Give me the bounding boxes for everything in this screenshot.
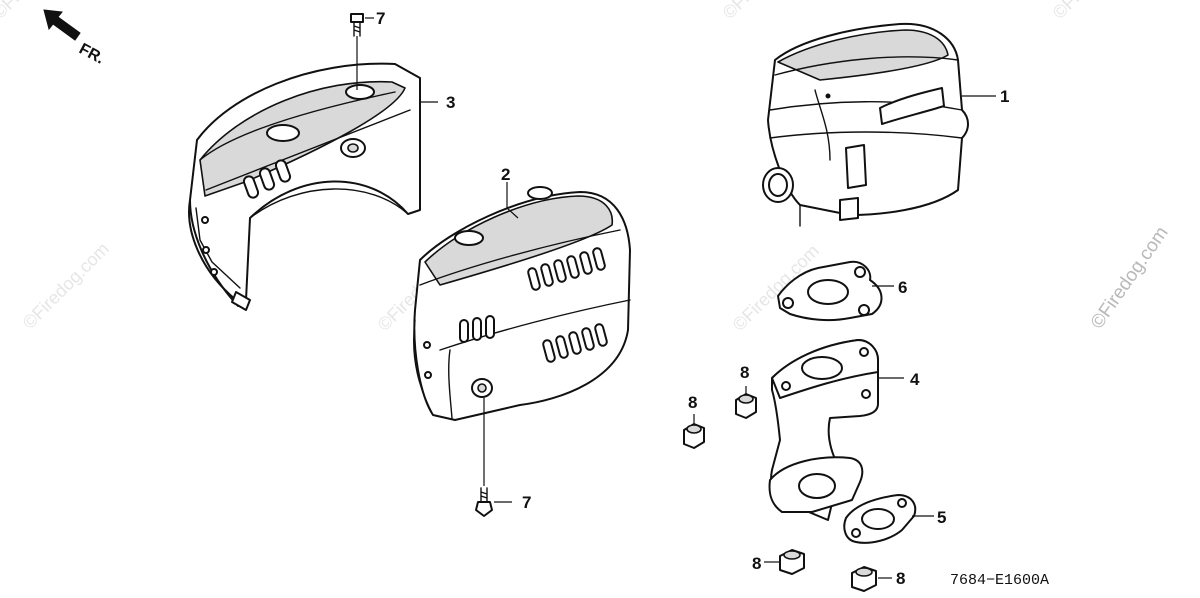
part-8-nut-a (735, 386, 757, 419)
part-7-bolt-bottom (475, 398, 512, 517)
front-direction-indicator: FR. (43, 9, 107, 68)
watermark-main: ©Firedog.com (1087, 223, 1173, 333)
diagram-reference-code: 7684−E1600A (950, 572, 1049, 589)
part-5-exhaust-gasket (843, 494, 934, 544)
watermark-faint: ©Firedog.com (0, 0, 83, 23)
callout-7-top: 7 (376, 9, 385, 28)
callout-2: 2 (501, 165, 510, 184)
callout-6: 6 (898, 278, 907, 297)
callout-5: 5 (937, 508, 946, 527)
watermark-faint: ©Firedog.com (1049, 0, 1143, 23)
callout-8-a: 8 (740, 363, 749, 382)
part-6-muffler-gasket (777, 260, 894, 322)
watermark-faint: ©Firedog.com (19, 239, 113, 333)
part-7-bolt-top (350, 13, 374, 90)
watermark-faint: ©Firedog.com (719, 0, 813, 23)
callout-8-b: 8 (688, 393, 697, 412)
part-4-exhaust-pipe (768, 339, 904, 521)
louvre-slots-side (459, 315, 495, 343)
callout-7-bottom: 7 (522, 493, 531, 512)
part-8-nut-b (683, 414, 705, 449)
part-3-muffler-protector-top (188, 62, 421, 311)
part-8-nut-d (851, 566, 892, 592)
callout-labels: 1 2 3 4 5 6 7 7 8 8 8 8 (376, 9, 1009, 588)
direction-label: FR. (76, 41, 107, 68)
front-arrow-icon (43, 9, 81, 41)
part-8-nut-c (764, 549, 805, 575)
part-1-muffler (762, 22, 996, 227)
callout-3: 3 (446, 93, 455, 112)
louvre-slots-bottom (542, 323, 608, 363)
part-2-muffler-protector (412, 186, 631, 421)
louvre-slots-top (527, 247, 606, 291)
callout-4: 4 (910, 370, 920, 389)
callout-1: 1 (1000, 87, 1009, 106)
leader-part-2 (506, 182, 519, 219)
callout-8-d: 8 (896, 569, 905, 588)
callout-8-c: 8 (752, 554, 761, 573)
